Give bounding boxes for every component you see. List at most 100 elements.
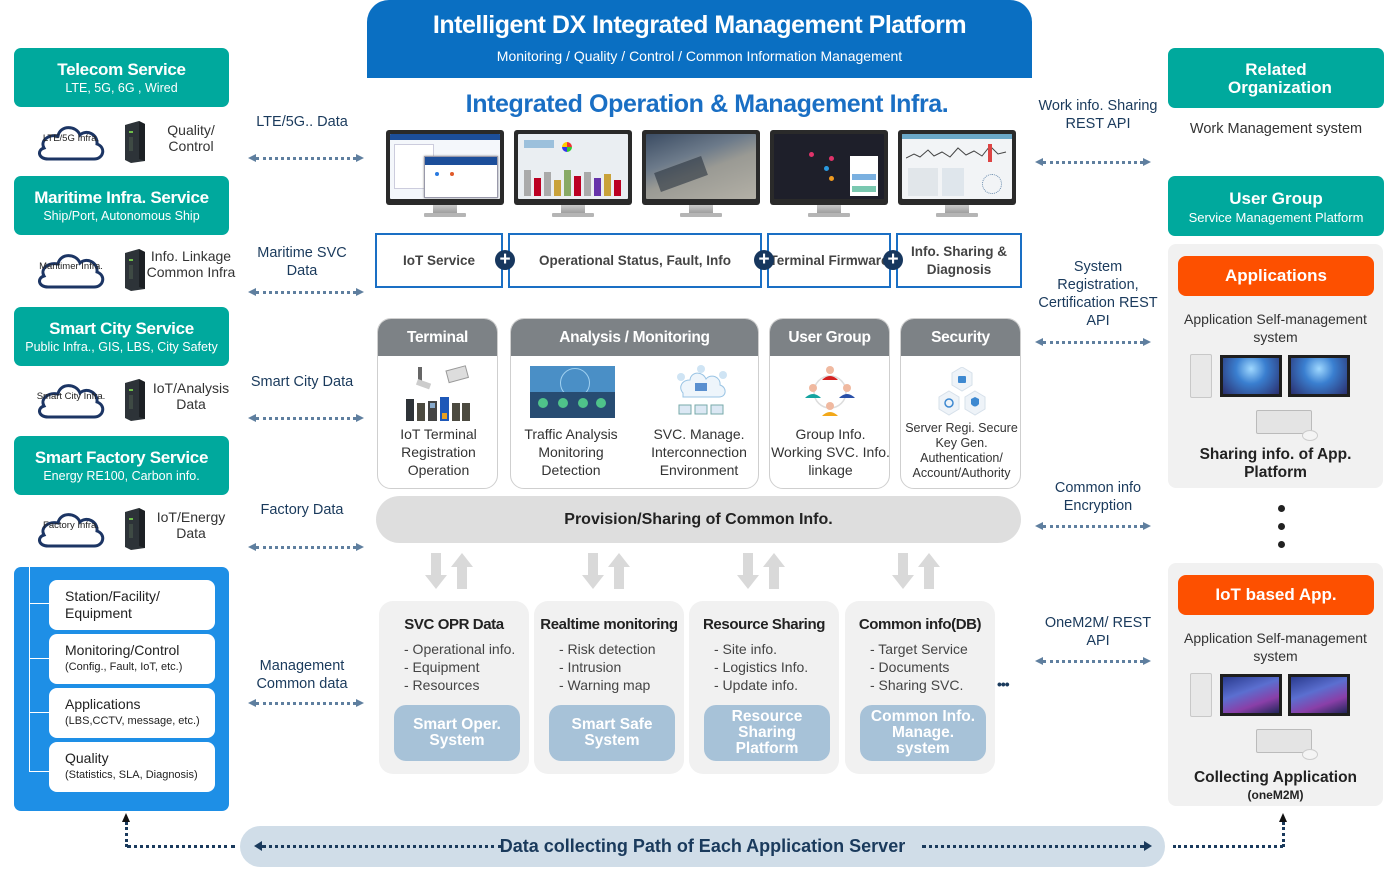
cloud-network-icon [677, 365, 727, 415]
iot-app-badge: IoT based App. [1178, 575, 1374, 615]
applications-panel: Applications Application Self-management… [1168, 244, 1383, 488]
arrow-left-icon [254, 841, 262, 851]
up-down-arrow-icon [737, 553, 785, 589]
data-box-realtime: Realtime monitoring - Risk detection - I… [534, 601, 684, 774]
plus-icon: + [495, 250, 515, 270]
service-subtitle: LTE, 5G, 6G , Wired [65, 81, 178, 95]
flow-label: Work info. Sharing REST API [1038, 98, 1158, 132]
card-caption: Group Info. Working SVC. Info. linkage [771, 426, 890, 478]
flow-label: Factory Data [260, 502, 344, 518]
mgmt-item-title: Station/Facility/ Equipment [65, 588, 160, 621]
mgmt-item-quality: Quality (Statistics, SLA, Diagnosis) [49, 742, 215, 792]
arrow-right-icon [1144, 841, 1152, 851]
double-arrow-icon [248, 154, 364, 162]
data-box-title: Common info(DB) [858, 616, 982, 633]
data-box-item: - Equipment [404, 659, 480, 675]
platform-header: Intelligent DX Integrated Management Pla… [367, 0, 1032, 78]
flow-label: OneM2M/ REST API [1044, 615, 1152, 649]
server-label: IoT/Analysis Data [152, 380, 230, 412]
service-title: Smart Factory Service [34, 448, 209, 467]
service-title: Telecom Service [57, 60, 186, 79]
server-rack-icon [125, 508, 145, 550]
card-title: Terminal [378, 319, 497, 356]
system-pill: Common Info. Manage. system [860, 705, 986, 761]
double-arrow-icon [1035, 158, 1151, 166]
service-title: Maritime Infra. Service [34, 188, 209, 207]
double-arrow-icon [1035, 657, 1151, 665]
iot-app-panel: IoT based App. Application Self-manageme… [1168, 563, 1383, 806]
cloud-icon: Smart City Infra. [34, 381, 108, 419]
iot-devices-icon [406, 365, 470, 421]
flow-label: Common info Encryption [1054, 480, 1142, 514]
flow-work-info: Work info. Sharing REST API [1038, 97, 1158, 133]
user-group-icon [805, 366, 855, 416]
provision-sharing-bar: Provision/Sharing of Common Info. [376, 496, 1021, 543]
continuation-dot [1278, 541, 1285, 548]
data-box-title: SVC OPR Data [404, 616, 504, 633]
flow-onem2m: OneM2M/ REST API [1038, 614, 1158, 650]
card-caption: Traffic Analysis Monitoring Detection [524, 426, 618, 478]
dotted-line [922, 845, 1144, 848]
data-box-item: - Sharing SVC. [870, 677, 964, 693]
tree-line [29, 603, 49, 604]
infra-title: Integrated Operation & Management Infra. [465, 90, 949, 118]
related-org-title: Related Organization [1228, 60, 1332, 97]
system-pill: Smart Safe System [549, 705, 675, 761]
double-arrow-icon [1035, 522, 1151, 530]
dotted-line [1282, 822, 1285, 847]
pc-tower-icon [1190, 673, 1212, 717]
monitor-cctv-icon [642, 130, 760, 220]
dotted-line [127, 845, 235, 848]
pc-tower-icon [1190, 354, 1212, 398]
service-subtitle: Energy RE100, Carbon info. [43, 469, 200, 483]
service-subtitle: Public Infra., GIS, LBS, City Safety [25, 340, 218, 354]
double-arrow-icon [248, 699, 364, 707]
tree-line [29, 567, 30, 772]
platform-title: Intelligent DX Integrated Management Pla… [432, 11, 967, 39]
double-arrow-icon [248, 543, 364, 551]
data-box-item: - Operational info. [404, 641, 516, 657]
up-down-arrow-icon [425, 553, 473, 589]
user-group-box: User Group Service Management Platform [1168, 176, 1384, 236]
up-down-arrow-icon [892, 553, 940, 589]
card-title: User Group [770, 319, 889, 356]
maritime-service-box: Maritime Infra. Service Ship/Port, Auton… [14, 176, 229, 235]
up-down-arrow-icon [582, 553, 630, 589]
server-rack-icon [125, 249, 145, 291]
system-pill: Resource Sharing Platform [704, 705, 830, 761]
cloud-label: Smart City Infra. [36, 391, 106, 402]
user-group-subtitle: Service Management Platform [1188, 210, 1364, 225]
server-label: IoT/Energy Data [156, 509, 226, 541]
data-box-list: - Operational info. - Equipment - Resour… [404, 640, 515, 694]
monitor-icon [1288, 355, 1350, 397]
cloud-label: LTE/5G Infra. [42, 133, 100, 144]
maritime-infra-row: Maritimer Infra. Info. Linkage Common In… [34, 246, 235, 296]
server-label: Quality/ Control [167, 122, 215, 154]
double-arrow-icon [248, 414, 364, 422]
plus-icon: + [883, 250, 903, 270]
cloud-icon: Factory Infra. [34, 510, 108, 548]
data-box-item: - Update info. [714, 677, 799, 693]
card-caption: Server Regi. Secure Key Gen. Authenticat… [905, 421, 1018, 480]
monitor-icon [1220, 355, 1282, 397]
func-info-sharing: Info. Sharing & Diagnosis [896, 233, 1022, 288]
smart-city-infra-row: Smart City Infra. IoT/Analysis Data [34, 376, 234, 426]
mgmt-item-station: Station/Facility/ Equipment [49, 580, 215, 630]
service-subtitle: Ship/Port, Autonomous Ship [43, 209, 200, 223]
arrow-up-icon [122, 813, 130, 822]
double-arrow-icon [248, 288, 364, 296]
flow-smart-city-data: Smart City Data [242, 373, 362, 391]
monitor-dashboard-icon [386, 130, 504, 220]
card-caption: IoT Terminal Registration Operation [400, 426, 477, 478]
flow-maritime-data: Maritime SVC Data [242, 244, 362, 280]
dotted-line [125, 822, 128, 847]
card-user-group: User Group Group Info. Working SVC. Info… [769, 318, 890, 489]
monitor-icon [1288, 674, 1350, 716]
card-caption: SVC. Manage. Interconnection Environment [651, 426, 747, 478]
cloud-icon: Maritimer Infra. [34, 251, 108, 289]
continuation-dot [1278, 505, 1285, 512]
mgmt-item-title: Applications [65, 696, 141, 712]
data-box-item: - Documents [870, 659, 950, 675]
flow-factory-data: Factory Data [242, 501, 362, 519]
mgmt-item-detail: (Config., Fault, IoT, etc.) [65, 661, 183, 673]
